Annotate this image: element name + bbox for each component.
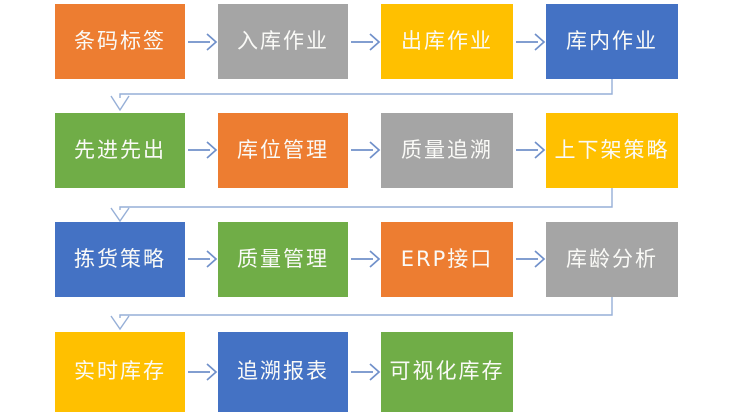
arrow-right-icon: [351, 141, 381, 159]
node-in-warehouse-operations: 库内作业: [546, 4, 678, 79]
elbow-connector-row2-row3: [110, 188, 613, 223]
arrow-right-icon: [188, 141, 218, 159]
elbow-connector-row3-row4: [110, 297, 613, 331]
node-erp-interface: ERP接口: [381, 222, 513, 297]
node-quality-traceability: 质量追溯: [381, 113, 513, 188]
node-inbound-operations: 入库作业: [218, 4, 348, 79]
arrow-right-icon: [188, 33, 218, 51]
arrow-right-icon: [516, 141, 546, 159]
node-shelving-strategy: 上下架策略: [546, 113, 678, 188]
arrow-right-icon: [351, 363, 381, 381]
node-visual-inventory: 可视化库存: [381, 332, 513, 412]
arrow-right-icon: [516, 250, 546, 268]
arrow-right-icon: [351, 33, 381, 51]
node-stock-age-analysis: 库龄分析: [546, 222, 678, 297]
node-traceability-reports: 追溯报表: [218, 332, 348, 412]
elbow-connector-row1-row2: [110, 79, 613, 112]
arrow-right-icon: [188, 363, 218, 381]
node-quality-management: 质量管理: [218, 222, 348, 297]
node-picking-strategy: 拣货策略: [55, 222, 185, 297]
node-location-management: 库位管理: [218, 113, 348, 188]
arrow-right-icon: [188, 250, 218, 268]
node-barcode-label: 条码标签: [55, 4, 185, 79]
node-fifo: 先进先出: [55, 113, 185, 188]
arrow-right-icon: [516, 33, 546, 51]
arrow-right-icon: [351, 250, 381, 268]
node-real-time-inventory: 实时库存: [55, 332, 185, 412]
node-outbound-operations: 出库作业: [381, 4, 513, 79]
